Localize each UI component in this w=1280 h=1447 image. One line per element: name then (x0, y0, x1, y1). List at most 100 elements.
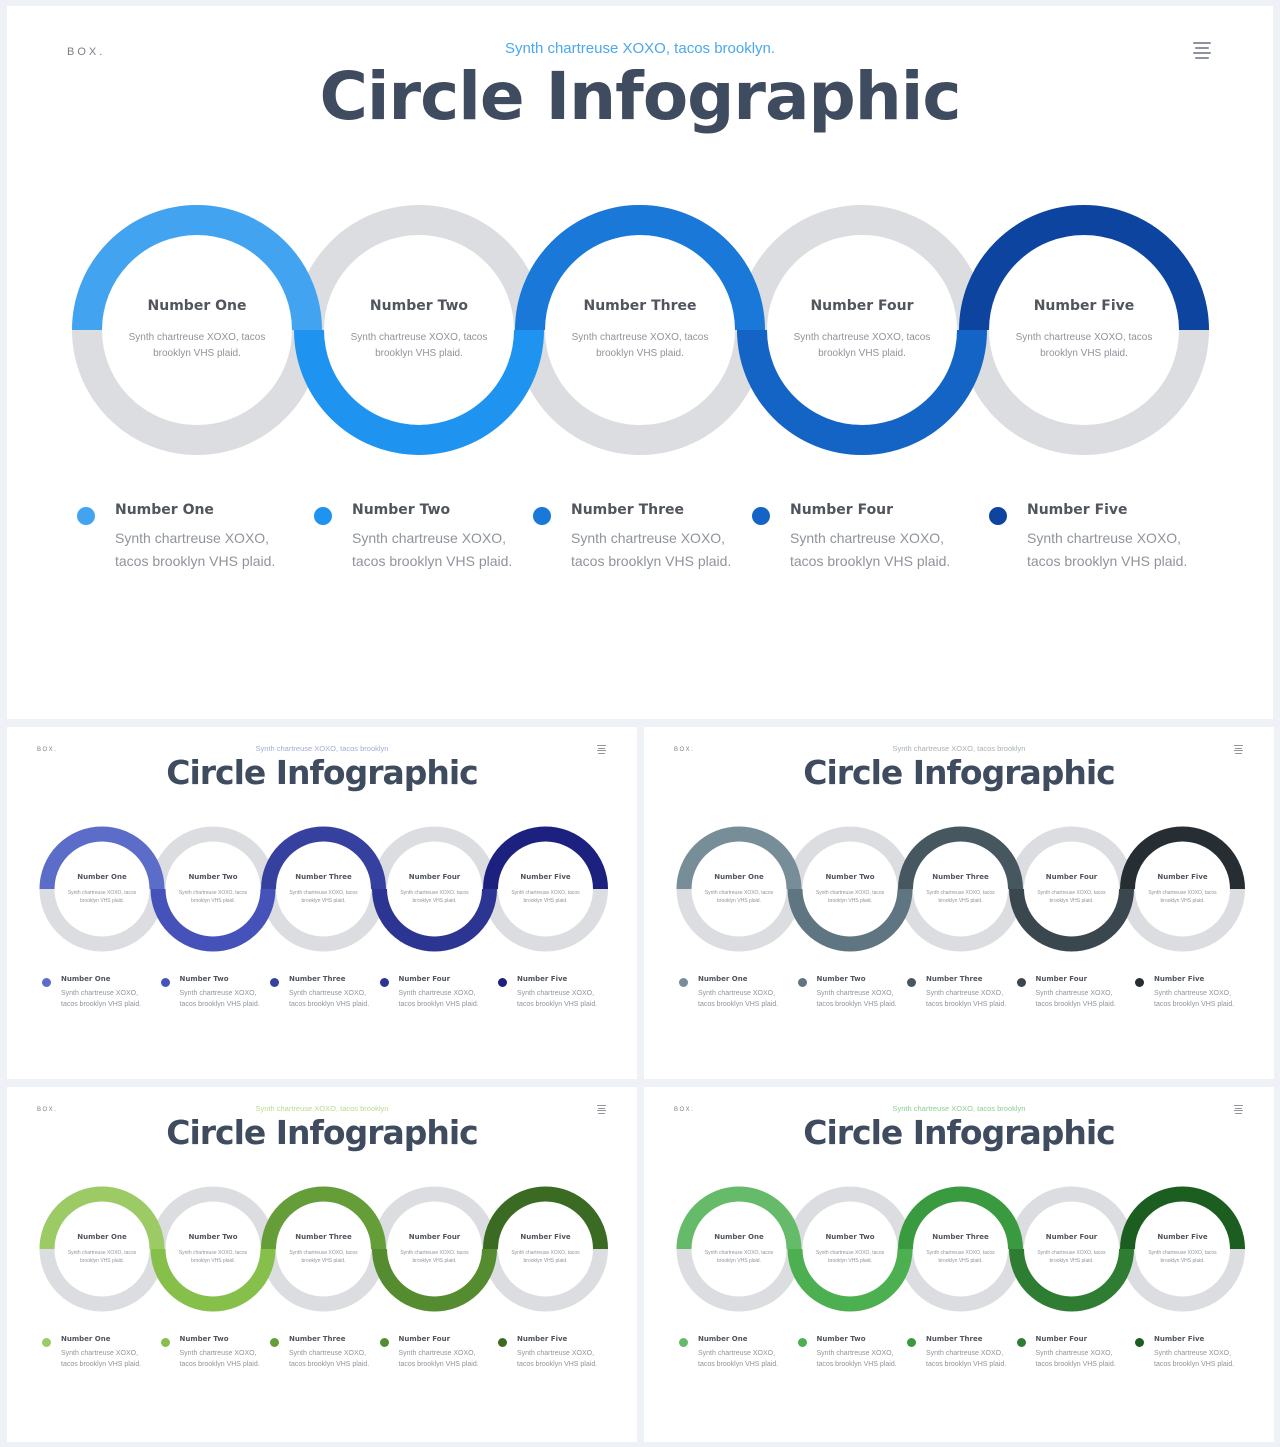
brand-logo: BOX. (67, 46, 106, 58)
legend-label: Number Four (790, 502, 894, 518)
legend-dot (379, 1337, 389, 1347)
legend-label: Number One (61, 975, 111, 983)
ring-arc-5 (483, 826, 608, 890)
ring-label-3: Number Three (584, 298, 697, 314)
legend-dot (907, 1337, 916, 1347)
ring-label-3: Number Three (295, 873, 352, 881)
legend-dot (498, 1337, 507, 1347)
menu-icon[interactable] (597, 1105, 606, 1115)
legend-dot (1016, 977, 1026, 987)
legend-label: Number Three (289, 1335, 346, 1343)
legend-label: Number Three (289, 975, 346, 983)
ring-arc-5 (959, 205, 1209, 331)
menu-icon[interactable] (1234, 745, 1243, 755)
legend-desc: Synth chartreuse XOXO, tacos brooklyn VH… (1154, 989, 1235, 1009)
legend-desc: Synth chartreuse XOXO, tacos brooklyn VH… (179, 1349, 260, 1369)
legend-dot (797, 977, 807, 987)
legend-desc: Synth chartreuse XOXO, tacos brooklyn VH… (926, 989, 1007, 1009)
brand-logo: BOX. (37, 747, 58, 753)
menu-icon[interactable] (597, 745, 606, 755)
brand-logo: BOX. (674, 1107, 695, 1113)
ring-arc-1 (39, 826, 165, 890)
legend-dot (1135, 1337, 1144, 1347)
slide-title: Circle Infographic (166, 753, 479, 792)
ring-label-1: Number One (77, 1233, 127, 1241)
slide-3: BOX.Synth chartreuse XOXO, tacos brookly… (644, 727, 1274, 1079)
ring-arc-3 (898, 826, 1023, 890)
menu-icon[interactable] (1234, 1105, 1243, 1115)
legend-label: Number Four (398, 975, 451, 983)
ring-arc-4 (1009, 1248, 1134, 1312)
ring-arc-3 (261, 1186, 386, 1250)
legend-desc: Synth chartreuse XOXO, tacos brooklyn VH… (352, 530, 513, 569)
legend-desc: Synth chartreuse XOXO, tacos brooklyn VH… (61, 989, 142, 1009)
legend-dot (1016, 1337, 1026, 1347)
legend-label: Number Three (926, 1335, 983, 1343)
ring-label-2: Number Two (825, 1233, 874, 1241)
slide-subtitle: Synth chartreuse XOXO, tacos brooklyn (255, 1104, 389, 1113)
ring-label-2: Number Two (370, 298, 469, 314)
slide-title: Circle Infographic (319, 58, 961, 135)
ring-label-4: Number Four (1046, 1233, 1098, 1241)
legend-label: Number One (61, 1335, 111, 1343)
ring-label-2: Number Two (188, 1233, 237, 1241)
legend-label: Number Five (1027, 502, 1128, 518)
slide-subtitle: Synth chartreuse XOXO, tacos brooklyn. (504, 40, 776, 57)
legend-desc: Synth chartreuse XOXO, tacos brooklyn VH… (1035, 1349, 1116, 1369)
ring-arc-3 (261, 826, 386, 890)
ring-label-2: Number Two (825, 873, 874, 881)
legend-dot (679, 977, 688, 987)
legend-label: Number Four (1035, 1335, 1088, 1343)
ring-arc-3 (898, 1186, 1023, 1250)
legend-dot (679, 1337, 688, 1347)
slide-1: BOX. Synth chartreuse XOXO, tacos brookly… (7, 6, 1273, 719)
legend-desc: Synth chartreuse XOXO, tacos brooklyn VH… (517, 989, 598, 1009)
ring-arc-5 (483, 1186, 608, 1250)
legend-label: Number One (698, 975, 748, 983)
ring-arc-2 (294, 329, 544, 455)
slide-subtitle: Synth chartreuse XOXO, tacos brooklyn (255, 744, 389, 753)
legend-label: Number Five (517, 1335, 568, 1343)
legend-desc: Synth chartreuse XOXO, tacos brooklyn VH… (398, 1349, 479, 1369)
ring-arc-1 (39, 1186, 165, 1250)
legend-dot (270, 1337, 279, 1347)
ring-arc-2 (787, 1248, 913, 1312)
ring-label-4: Number Four (409, 1233, 461, 1241)
legend-desc: Synth chartreuse XOXO, tacos brooklyn VH… (790, 530, 951, 569)
legend-desc: Synth chartreuse XOXO, tacos brooklyn VH… (517, 1349, 598, 1369)
ring-arc-4 (737, 329, 987, 455)
menu-icon[interactable] (1193, 42, 1211, 62)
legend-label: Number One (698, 1335, 748, 1343)
legend-label: Number One (115, 502, 214, 518)
legend-desc: Synth chartreuse XOXO, tacos brooklyn VH… (179, 989, 260, 1009)
legend-label: Number Four (1035, 975, 1088, 983)
legend-label: Number Three (926, 975, 983, 983)
ring-label-2: Number Two (188, 873, 237, 881)
ring-arc-1 (676, 826, 802, 890)
ring-arc-2 (787, 888, 913, 952)
legend-label: Number Two (816, 1335, 866, 1343)
legend-desc: Synth chartreuse XOXO, tacos brooklyn VH… (816, 989, 897, 1009)
legend-dot (379, 977, 389, 987)
